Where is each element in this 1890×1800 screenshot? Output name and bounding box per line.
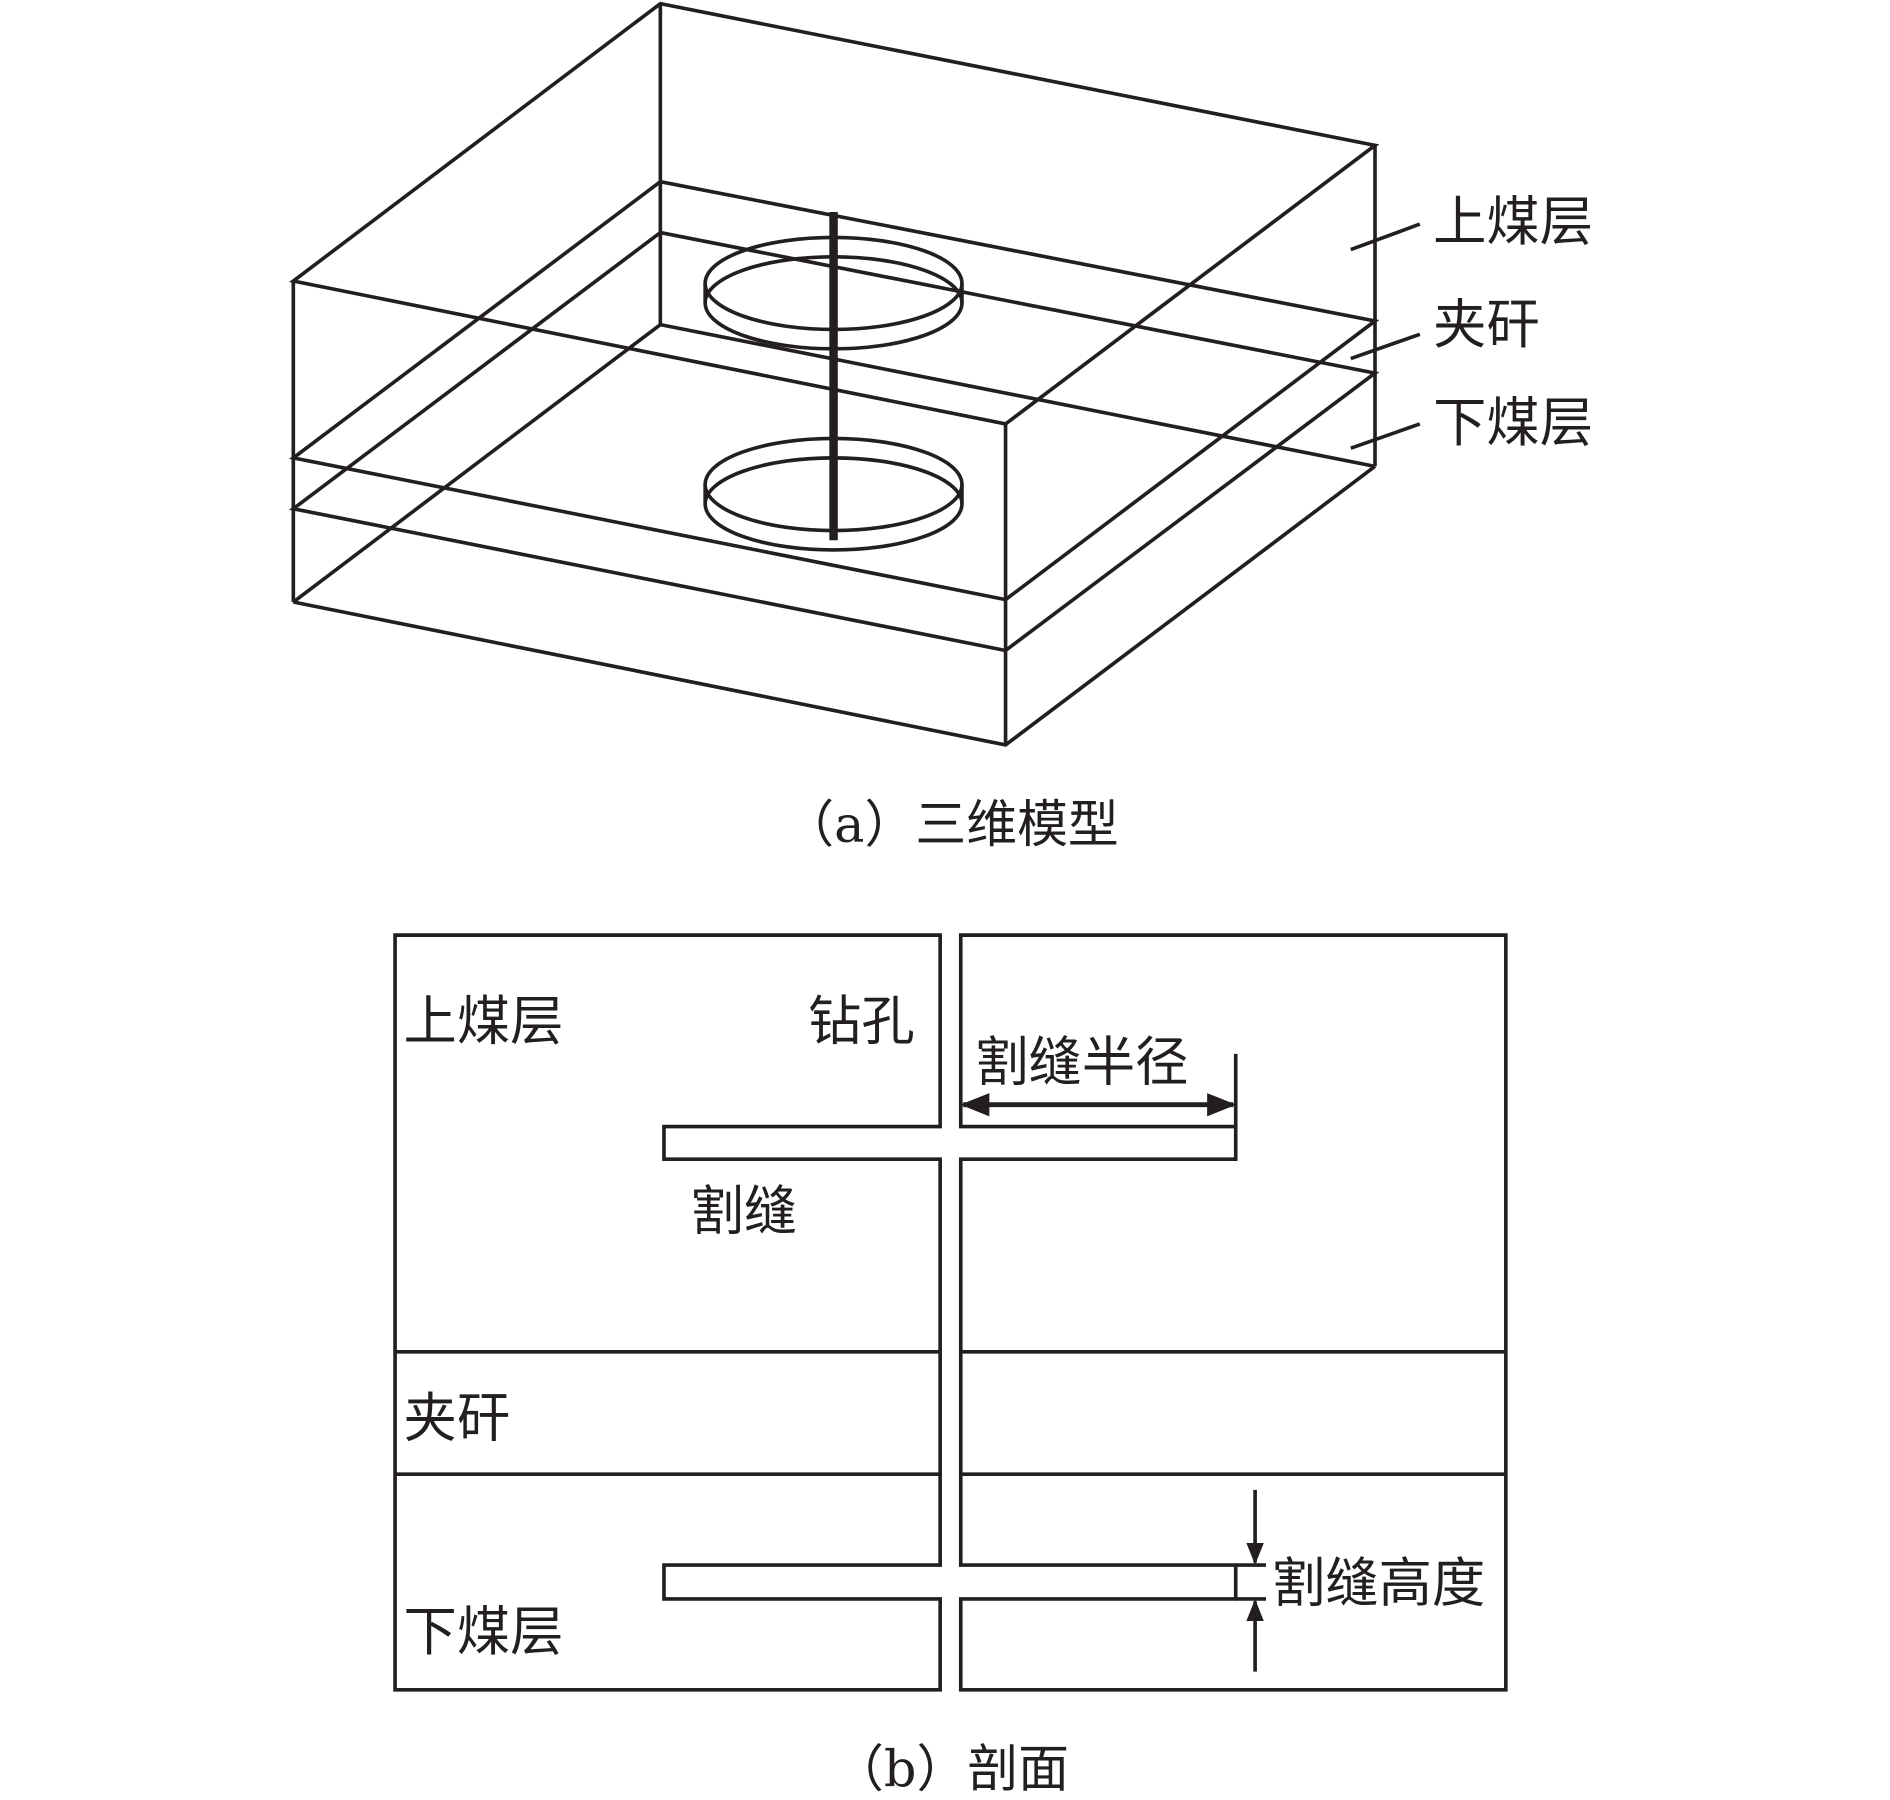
- label-parting: 夹矸: [1433, 294, 1540, 356]
- caption-b: （b）剖面: [833, 1740, 1069, 1799]
- 3d-model: 上煤层 夹矸 下煤层 （a）三维模型: [288, 1, 1593, 854]
- slot-height-dimension: [1235, 1489, 1266, 1672]
- leader-lines: [1350, 222, 1421, 450]
- label-slot-radius: 割缝半径: [975, 1031, 1188, 1093]
- block-wireframe: [288, 1, 1380, 747]
- upper-coal-bottom-plane: [288, 179, 1380, 602]
- parting-bottom-plane: [288, 230, 1380, 653]
- label-upper-coal: 上煤层: [1433, 191, 1593, 253]
- caption-a: （a）三维模型: [783, 795, 1118, 854]
- label-lower-coal-section: 下煤层: [404, 1601, 564, 1663]
- label-parting-section: 夹矸: [404, 1388, 511, 1450]
- label-lower-coal: 下煤层: [1433, 392, 1593, 454]
- label-slot: 割缝: [691, 1180, 798, 1242]
- label-borehole: 钻孔: [808, 990, 915, 1052]
- label-slot-height: 割缝高度: [1272, 1552, 1485, 1614]
- cross-section: 上煤层 钻孔 割缝半径 割缝 夹矸 割缝高度 下煤层 （b）剖面: [393, 933, 1508, 1799]
- layer-boundaries: [395, 1350, 1506, 1476]
- slot-radius-dimension: [960, 1053, 1238, 1127]
- left-block: [393, 933, 942, 1692]
- label-upper-coal-section: 上煤层: [404, 990, 564, 1052]
